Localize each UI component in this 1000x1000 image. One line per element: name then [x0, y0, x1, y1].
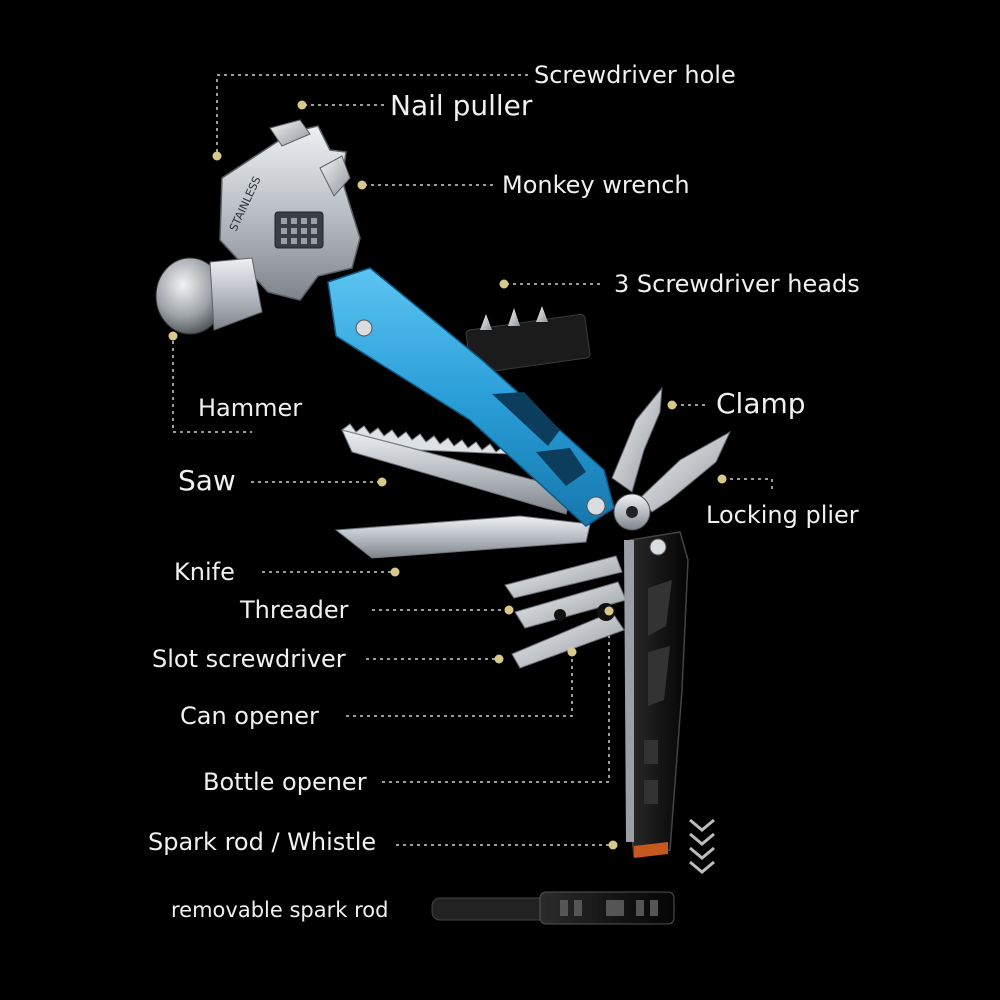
marker-threader: [504, 605, 514, 615]
label-nail-puller: Nail puller: [390, 89, 533, 122]
marker-bottle-opener: [604, 606, 614, 616]
hammer-head: STAINLESS: [219, 119, 361, 301]
leader-screwdriver-hole: [216, 74, 528, 152]
label-threader: Threader: [240, 596, 349, 624]
label-locking-plier: Locking plier: [706, 501, 859, 529]
leader-lines: [172, 74, 773, 846]
label-slot-screwdriver: Slot screwdriver: [152, 645, 346, 673]
label-spark-rod-whistle: Spark rod / Whistle: [148, 828, 377, 856]
label-screwdriver-heads: 3 Screwdriver heads: [614, 270, 860, 298]
blue-handle: [327, 267, 615, 527]
knife-blade: [334, 515, 591, 559]
saw-blade: [340, 423, 573, 515]
marker-hammer: [168, 331, 178, 341]
marker-monkey-wrench: [357, 180, 367, 190]
label-clamp: Clamp: [716, 387, 806, 420]
marker-slot-screwdriver: [494, 654, 504, 664]
label-screwdriver-hole: Screwdriver hole: [534, 61, 736, 89]
marker-spark-rod: [608, 840, 618, 850]
leader-hammer: [172, 334, 252, 433]
marker-screwdriver-hole: [212, 151, 222, 161]
hammer-face: [155, 257, 263, 335]
label-hammer: Hammer: [198, 394, 303, 422]
marker-nail-puller: [297, 100, 307, 110]
pliers-jaws: [611, 386, 732, 531]
leader-locking-plier: [723, 478, 773, 491]
label-saw: Saw: [178, 464, 236, 497]
screwdriver-bits-holder: [465, 306, 591, 375]
spark-rod: [431, 891, 675, 925]
label-can-opener: Can opener: [180, 702, 319, 730]
marker-knife: [390, 567, 400, 577]
marker-locking-plier: [717, 474, 727, 484]
marker-can-opener: [567, 647, 577, 657]
leader-bottle-opener: [382, 612, 610, 783]
marker-clamp: [667, 400, 677, 410]
black-handle: [624, 531, 689, 858]
leader-can-opener: [346, 653, 573, 717]
label-monkey-wrench: Monkey wrench: [502, 171, 690, 199]
down-chevrons-icon: [689, 818, 715, 874]
label-bottle-opener: Bottle opener: [203, 768, 367, 796]
marker-saw: [377, 477, 387, 487]
marker-screwdriver-heads: [499, 279, 509, 289]
marker-dots: [168, 100, 727, 850]
label-removable-spark-rod: removable spark rod: [171, 898, 389, 922]
label-knife: Knife: [174, 558, 235, 586]
